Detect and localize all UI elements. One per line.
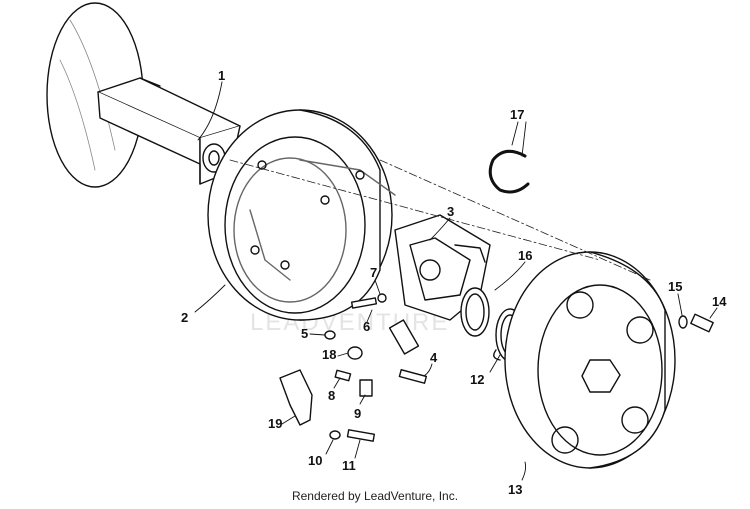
snap-ring <box>488 149 530 194</box>
sheave-with-shaft <box>46 2 241 188</box>
assembly-axis-lines <box>229 159 651 281</box>
callout-18: 18 <box>322 347 336 362</box>
footer-credit: Rendered by LeadVenture, Inc. <box>291 489 459 503</box>
callout-3: 3 <box>447 204 454 219</box>
bolt-and-washer <box>678 313 714 333</box>
callout-14: 14 <box>712 294 727 309</box>
leader-lines <box>194 81 718 481</box>
callout-labels: 1 2 3 4 5 6 7 8 9 10 11 12 13 14 15 16 1… <box>181 68 727 497</box>
small-hardware <box>324 293 428 442</box>
callout-8: 8 <box>328 388 335 403</box>
callout-4: 4 <box>430 350 438 365</box>
callout-6: 6 <box>363 319 370 334</box>
callout-5: 5 <box>301 326 308 341</box>
clutch-drum-housing <box>207 109 396 321</box>
callout-19: 19 <box>268 416 282 431</box>
callout-16: 16 <box>518 248 532 263</box>
callout-13: 13 <box>508 482 522 497</box>
callout-11: 11 <box>342 458 356 473</box>
callout-15: 15 <box>668 279 682 294</box>
callout-9: 9 <box>354 406 361 421</box>
callout-7: 7 <box>370 265 377 280</box>
bracket <box>279 369 313 426</box>
clutch-cover-plate <box>504 251 676 469</box>
callout-1: 1 <box>218 68 225 83</box>
callout-2: 2 <box>181 310 188 325</box>
callout-17: 17 <box>510 107 524 122</box>
callout-10: 10 <box>308 453 322 468</box>
callout-12: 12 <box>470 372 484 387</box>
